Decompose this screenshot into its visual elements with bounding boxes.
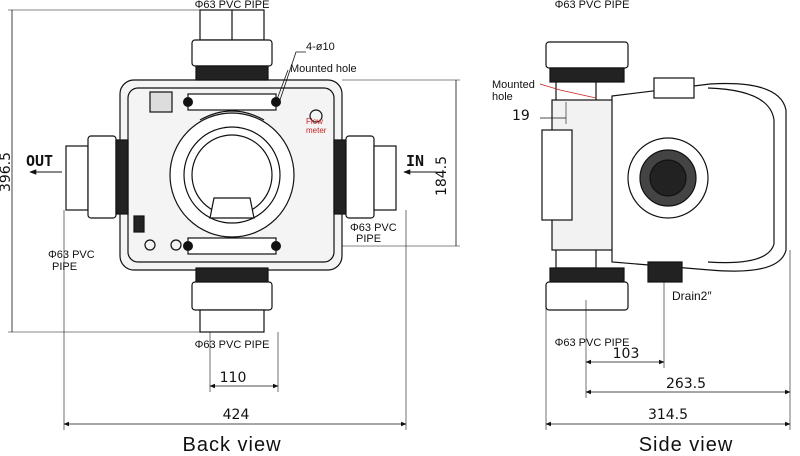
side-mounted-hole-label-1: Mounted	[492, 79, 535, 91]
back-view-title: Back view	[182, 434, 281, 456]
holes-leader	[279, 51, 306, 101]
dim-total: 314.5	[648, 407, 688, 423]
side-strainer-core	[649, 159, 687, 197]
side-top-pipe	[545, 41, 629, 103]
side-cover	[707, 87, 775, 264]
dim-mid: 263.5	[666, 376, 706, 392]
in-label: IN	[406, 152, 424, 170]
dim-inner-height: 184.5	[434, 156, 450, 196]
drain-label: Drain2″	[672, 289, 712, 303]
back-valve-assembly	[169, 93, 295, 255]
dim-drain: 103	[613, 346, 640, 362]
dim-pipe-spacing: 110	[220, 370, 247, 386]
side-mounted-hole-label-2: hole	[492, 91, 513, 103]
back-right-pipe-label-1: Φ63 PVC	[350, 222, 397, 234]
side-bottom-pipe	[545, 247, 629, 311]
back-top-pipe-label: Φ63 PVC PIPE	[195, 0, 270, 11]
back-left-pipe	[65, 135, 129, 219]
back-module	[149, 91, 173, 113]
side-top-port	[653, 77, 695, 99]
holes-spec-label: 4-ø10	[306, 41, 335, 53]
dim-height: 396.5	[0, 152, 14, 192]
back-fuse	[133, 215, 145, 233]
flow-meter-label-2: meter	[306, 126, 327, 135]
side-drain-port	[647, 261, 683, 283]
back-top-pipe	[191, 9, 273, 81]
side-back-plate	[541, 129, 573, 221]
back-bottom-pipe	[191, 267, 273, 333]
side-mounted-hole-leader	[539, 83, 597, 99]
mounted-hole-leader	[275, 69, 289, 103]
back-right-pipe	[333, 135, 397, 219]
out-label: OUT	[26, 152, 53, 170]
back-left-pipe-label-1: Φ63 PVC	[48, 249, 95, 261]
back-left-pipe-label-2: PIPE	[52, 261, 77, 273]
back-connector-right	[170, 239, 182, 251]
flow-meter-port	[309, 109, 323, 123]
side-bottom-pipe-label: Φ63 PVC PIPE	[555, 337, 630, 349]
back-connector-left	[144, 239, 156, 251]
dim-offset: 19	[512, 108, 530, 124]
back-right-pipe-label-2: PIPE	[356, 233, 381, 245]
back-bottom-pipe-label: Φ63 PVC PIPE	[195, 339, 270, 351]
side-top-pipe-label: Φ63 PVC PIPE	[555, 0, 630, 11]
dim-width: 424	[223, 407, 250, 423]
mounted-hole-label: Mounted hole	[290, 63, 357, 75]
side-view	[539, 41, 791, 430]
back-view	[8, 9, 460, 430]
flow-meter-label-1: Flow	[306, 117, 323, 126]
side-view-title: Side view	[639, 434, 734, 456]
